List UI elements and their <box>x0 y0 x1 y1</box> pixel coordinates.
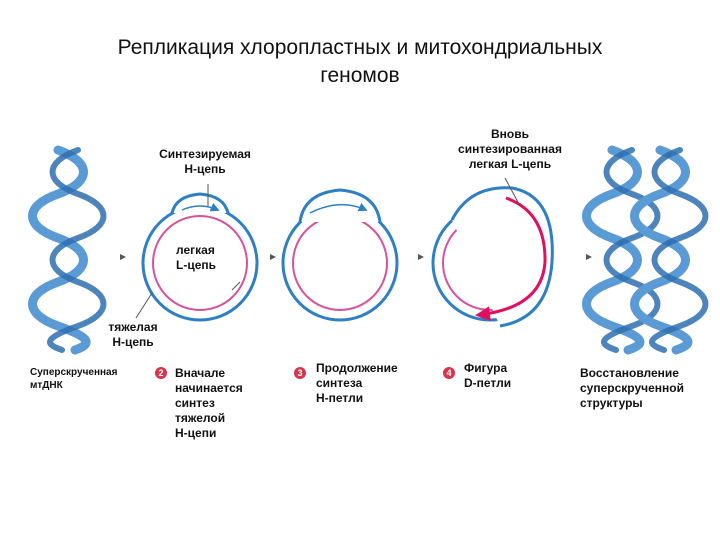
step-3-text: Продолжение синтеза Н-петли <box>316 361 398 405</box>
leader-heavy-h <box>135 292 153 319</box>
step-arrow-3 <box>418 254 424 260</box>
title-line-1: Репликация хлоропластных и митохондриаль… <box>117 36 603 59</box>
label-new-light: Вновь синтезированная легкая L-цепь <box>458 127 562 171</box>
right-supercoiled-helix-2 <box>630 145 709 355</box>
label-synth-h: Синтезируемая Н-цепь <box>159 147 251 176</box>
circle-step-2 <box>141 192 259 322</box>
circle-step-3-new-strand <box>309 202 368 214</box>
label-heavy-h: тяжелая Н-цепь <box>108 320 158 349</box>
step-4-badge: 4 <box>443 367 455 379</box>
step-arrow-2 <box>270 254 276 260</box>
label-supercoiled: Суперскрученная мтДНК <box>30 367 118 391</box>
left-helix-strand-b <box>47 147 107 353</box>
step-2-text: Вначале начинается синтез тяжелой Н-цепи <box>175 366 243 440</box>
circle-step-3-inner <box>292 215 388 311</box>
step-restore-text: Восстановление суперскрученной структуры <box>580 366 684 410</box>
leader-light-l <box>231 281 241 291</box>
page-title: Репликация хлоропластных и митохондриаль… <box>0 34 720 90</box>
circle-step-4 <box>431 186 554 328</box>
step-arrow-1 <box>120 254 126 260</box>
step-3-badge: 3 <box>294 367 306 379</box>
left-supercoiled-helix <box>28 145 107 355</box>
circle-step-2-bubble <box>170 192 230 214</box>
circle-step-3-outer <box>281 204 399 322</box>
step-4-text: Фигура D-петли <box>464 361 512 390</box>
circle-step-3 <box>281 188 399 322</box>
circle-step-3-bubble <box>298 188 382 223</box>
leader-new-light <box>504 177 521 207</box>
circle-step-4-new-light-strand <box>475 196 547 322</box>
circle-step-2-inner <box>152 215 248 311</box>
step-2-badge: 2 <box>155 367 167 379</box>
circle-step-2-new-strand <box>181 202 220 212</box>
step-arrow-4 <box>586 254 592 260</box>
right-supercoiled-helix-1 <box>582 145 661 355</box>
label-light-l: легкая L-цепь <box>176 243 217 272</box>
title-line-2: геномов <box>320 64 400 87</box>
circle-step-4-displaced-loop <box>450 186 554 328</box>
